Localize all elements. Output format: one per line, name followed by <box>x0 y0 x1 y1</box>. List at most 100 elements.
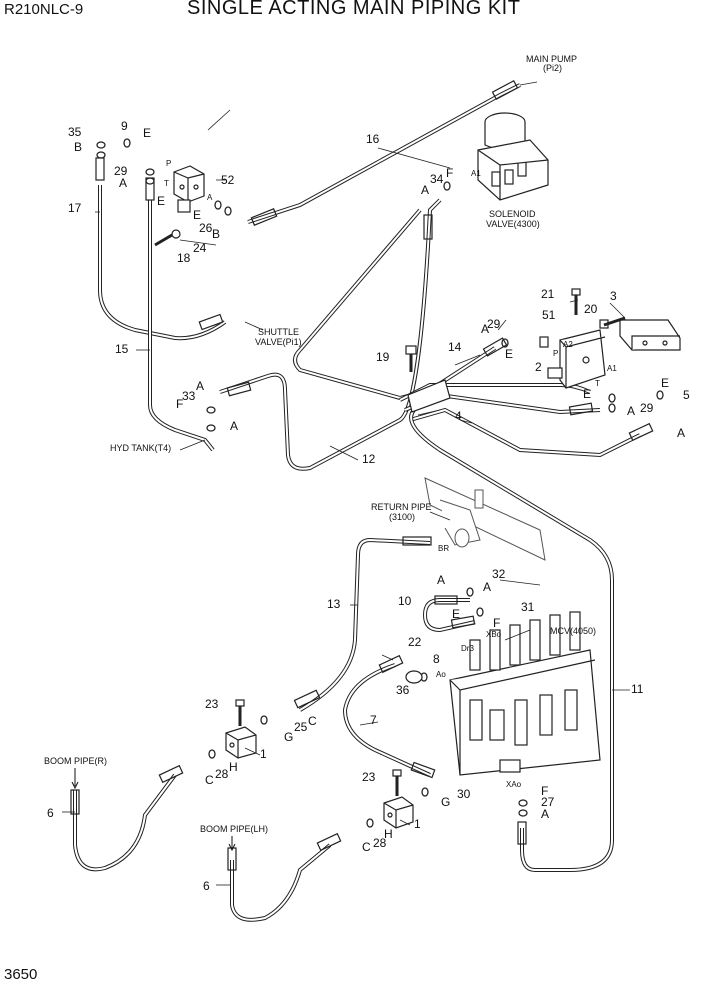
hose-15 <box>148 200 215 452</box>
port-xao: XAo <box>506 780 522 789</box>
page-title: SINGLE ACTING MAIN PIPING KIT <box>187 0 521 19</box>
label-shuttle: SHUTTLE <box>258 327 299 337</box>
elbow-8 <box>405 670 423 684</box>
port-a2: A2 <box>563 340 573 349</box>
callout-29: 29 <box>640 401 654 415</box>
callout-24: 24 <box>193 241 207 255</box>
bolt-18 <box>154 229 181 247</box>
callout-13: 13 <box>327 597 341 611</box>
hose-fittings <box>70 80 654 871</box>
letter-a: A <box>481 322 489 336</box>
letter-e: E <box>193 208 201 222</box>
callout-33: 33 <box>182 389 196 403</box>
callout-6: 6 <box>47 806 54 820</box>
callout-51: 51 <box>542 308 556 322</box>
callout-30: 30 <box>457 787 471 801</box>
letter-g: G <box>441 795 450 809</box>
letter-e: E <box>661 376 669 390</box>
bolt-23-upper <box>235 699 245 726</box>
letter-a: A <box>437 573 445 587</box>
letter-h: H <box>229 760 238 774</box>
callout-23: 23 <box>362 770 376 784</box>
port-dr3: Dr3 <box>461 644 474 653</box>
callout-12: 12 <box>362 452 376 466</box>
callout-35: 35 <box>68 125 82 139</box>
callout-2: 2 <box>535 360 542 374</box>
label-shuttle-port: VALVE(Pi1) <box>255 337 302 347</box>
port-p: P <box>553 349 558 358</box>
clamp-4 <box>407 379 451 413</box>
letter-e: E <box>452 607 460 621</box>
solenoid-valve-4300 <box>477 112 549 201</box>
letter-f: F <box>176 397 183 411</box>
letter-a: A <box>230 419 238 433</box>
letter-f: F <box>446 166 453 180</box>
return-pipe-3100 <box>424 477 546 561</box>
letter-h: H <box>384 827 393 841</box>
letter-a: A <box>627 404 635 418</box>
letter-e: E <box>583 387 591 401</box>
callout-6: 6 <box>203 879 210 893</box>
letter-a: A <box>677 426 685 440</box>
callout-14: 14 <box>448 340 462 354</box>
label-hyd-tank: HYD TANK(T4) <box>110 443 171 453</box>
callout-1: 1 <box>260 747 267 761</box>
letter-a: A <box>483 580 491 594</box>
letter-c: C <box>362 840 371 854</box>
label-return-pipe-ref: (3100) <box>389 512 415 522</box>
callout-5: 5 <box>683 388 690 402</box>
letter-c: C <box>308 714 317 728</box>
bolt-21 <box>571 288 581 315</box>
port-br: BR <box>438 544 449 553</box>
callout-23: 23 <box>205 697 219 711</box>
letter-f: F <box>493 616 500 630</box>
letter-e: E <box>157 194 165 208</box>
hose-17 <box>98 185 227 341</box>
hose-6-r <box>73 773 177 872</box>
callout-28: 28 <box>215 767 229 781</box>
label-main-pump: MAIN PUMP <box>526 54 577 64</box>
callout-1: 1 <box>414 817 421 831</box>
port-ao: Ao <box>436 670 446 679</box>
bolt-19 <box>405 345 417 372</box>
letter-a: A <box>421 183 429 197</box>
callout-18: 18 <box>177 251 191 265</box>
pipe-12 <box>219 198 442 471</box>
leader-lines <box>62 81 630 886</box>
label-main-pump-port: (Pi2) <box>543 63 562 73</box>
label-return-pipe: RETURN PIPE <box>371 502 432 512</box>
label-mcv: MCV(4050) <box>550 626 596 636</box>
letter-c: C <box>205 773 214 787</box>
callout-10: 10 <box>398 594 412 608</box>
callout-9: 9 <box>121 119 128 133</box>
callout-8: 8 <box>433 652 440 666</box>
pipe-11 <box>409 403 614 872</box>
callout-27: 27 <box>541 795 555 809</box>
port-a: A <box>207 193 213 202</box>
letter-e: E <box>505 347 513 361</box>
callout-19: 19 <box>376 350 390 364</box>
letter-a: A <box>541 807 549 821</box>
port-a1: A1 <box>471 169 481 178</box>
bracket-3 <box>619 319 681 351</box>
callout-4: 4 <box>455 409 462 423</box>
letter-a: A <box>196 379 204 393</box>
bolt-20 <box>599 316 626 329</box>
port-t: T <box>164 179 169 188</box>
label-boom-pipe-lh: BOOM PIPE(LH) <box>200 824 268 834</box>
bolt-23-lower <box>392 769 402 796</box>
callout-16: 16 <box>366 132 380 146</box>
callout-31: 31 <box>521 600 535 614</box>
label-boom-pipe-r: BOOM PIPE(R) <box>44 756 107 766</box>
hose-16 <box>247 83 521 224</box>
callout-17: 17 <box>68 201 82 215</box>
port-a1: A1 <box>607 364 617 373</box>
mcv-4050 <box>449 611 601 776</box>
fitting-51 <box>539 336 549 348</box>
hose-7 <box>342 663 431 777</box>
letter-b: B <box>212 227 220 241</box>
callout-26: 26 <box>199 221 213 235</box>
hose-6-lh <box>230 843 332 922</box>
o-rings <box>96 138 664 828</box>
block-1-upper <box>225 726 257 759</box>
